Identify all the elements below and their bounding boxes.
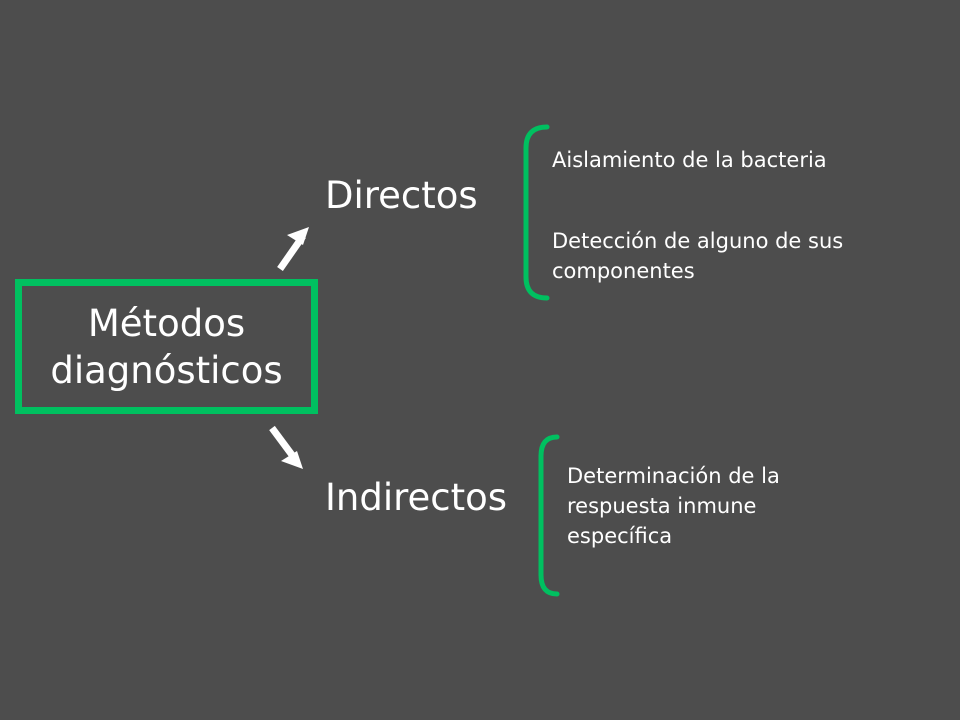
arrow-up-right-icon	[277, 227, 309, 272]
branch-label-directos: Directos	[325, 174, 478, 217]
detail-item-determinacion: Determinación de la respuesta inmune esp…	[567, 461, 780, 551]
root-node-label: Métodos diagnósticos	[50, 300, 282, 394]
left-bracket-icon	[523, 124, 550, 301]
root-label-line-2: diagnósticos	[50, 348, 283, 392]
detail-item-aislamiento: Aislamiento de la bacteria	[552, 145, 827, 175]
detail-line: Determinación de la	[567, 464, 780, 488]
branch-label-indirectos: Indirectos	[325, 476, 508, 519]
root-node-box: Métodos diagnósticos	[15, 279, 318, 414]
arrow-down-right-icon	[269, 425, 303, 469]
root-label-line-1: Métodos	[87, 301, 246, 345]
detail-line: componentes	[552, 259, 695, 283]
detail-line: Detección de alguno de sus	[552, 229, 844, 253]
detail-item-deteccion: Detección de alguno de sus componentes	[552, 226, 843, 286]
detail-line: respuesta inmune	[567, 494, 757, 518]
left-bracket-icon	[538, 434, 560, 597]
detail-line: Aislamiento de la bacteria	[552, 148, 827, 172]
detail-line: específica	[567, 524, 673, 548]
